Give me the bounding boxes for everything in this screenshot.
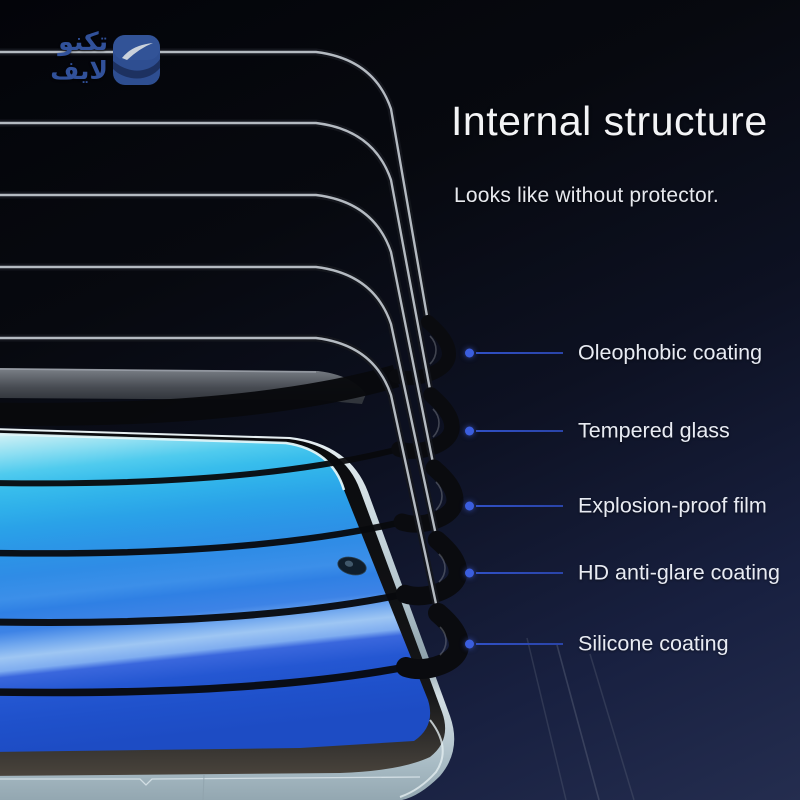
page-subtitle: Looks like without protector. — [454, 184, 719, 207]
technolife-logo-text: تكنو لايف — [16, 27, 108, 85]
punch-hole-camera-icon — [337, 556, 367, 576]
phone-screen — [0, 434, 431, 752]
screen-top-highlight — [0, 432, 346, 491]
page-title: Internal structure — [451, 98, 768, 144]
protector-sheets — [0, 48, 470, 697]
logo-text-line2: لايف — [50, 56, 108, 85]
body-corner-rim — [399, 719, 444, 798]
sheet-explosion-proof — [0, 191, 464, 557]
sheet-oleophobic — [0, 48, 457, 426]
logo-text-line1: تكنو — [58, 27, 108, 56]
sheet-tempered-glass — [0, 119, 460, 487]
background-reflection-lines — [526, 637, 635, 800]
badge-swoosh-icon — [113, 35, 160, 85]
technolife-badge-icon — [113, 35, 160, 85]
sheet-anti-glare — [0, 263, 468, 626]
body-seam-line — [0, 776, 421, 786]
body-side-seam — [202, 774, 205, 800]
sheet-silicone — [0, 334, 470, 697]
